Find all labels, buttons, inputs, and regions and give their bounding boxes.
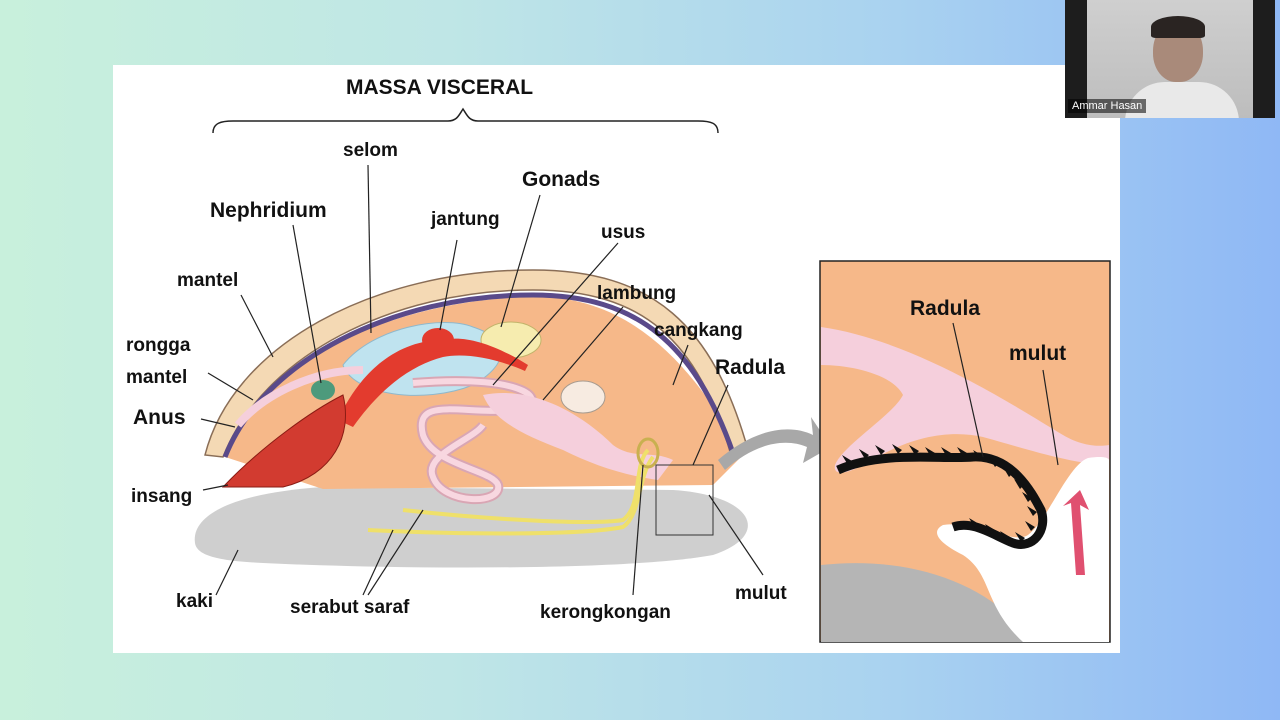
participant-video-tile[interactable]: Ammar Hasan xyxy=(1065,0,1275,118)
radula-tooth xyxy=(1022,492,1032,502)
radula-tooth xyxy=(969,518,979,528)
inset-leader-lines xyxy=(952,322,1059,466)
radula-tooth xyxy=(1000,531,1010,541)
visceral-mass xyxy=(213,296,743,489)
nephridium xyxy=(311,380,335,400)
inset-esophagus xyxy=(821,327,1109,473)
anus-label: Anus xyxy=(133,406,186,429)
radula-tooth xyxy=(1014,479,1024,489)
radula-tooth xyxy=(1015,532,1025,542)
radula-tooth xyxy=(1003,467,1013,477)
inset-foot xyxy=(821,563,1033,642)
nephridium-label: Nephridium xyxy=(210,199,327,222)
serabut-saraf-label: serabut saraf xyxy=(290,597,410,618)
lambung-label: lambung xyxy=(597,283,676,304)
gonads-label: Gonads xyxy=(522,168,600,191)
massa-visceral-title: MASSA VISCERAL xyxy=(346,76,533,99)
radula-tooth xyxy=(973,450,983,460)
mantle xyxy=(222,292,736,458)
zoom-arrow xyxy=(718,417,831,470)
anus-tube xyxy=(234,366,364,428)
radula-tooth xyxy=(941,447,951,457)
radula-tooth xyxy=(1027,506,1037,516)
selom-label: selom xyxy=(343,140,398,161)
inset-mulut-label: mulut xyxy=(1009,342,1066,365)
mulut-label: mulut xyxy=(735,583,787,604)
usus-label: usus xyxy=(601,222,645,243)
participant-hair xyxy=(1151,16,1205,38)
inset-radula-label: Radula xyxy=(910,297,980,320)
leader-lines xyxy=(200,164,764,596)
radula-tooth xyxy=(859,449,869,459)
radula-tooth xyxy=(989,457,999,467)
kerongkongan-label: kerongkongan xyxy=(540,602,671,623)
radula-tooth xyxy=(842,455,852,465)
rongga-label: rongga xyxy=(126,335,191,356)
massa-visceral-bracket xyxy=(212,107,719,134)
digestive-gland xyxy=(560,380,606,414)
rongga-mantel-label: mantel xyxy=(126,367,187,388)
kaki-label: kaki xyxy=(176,591,213,612)
radula-tooth xyxy=(985,524,995,534)
stomach xyxy=(483,393,673,480)
radula-teeth xyxy=(842,444,1037,542)
mulut-arrow xyxy=(1063,490,1089,575)
cangkang-label: cangkang xyxy=(654,320,743,341)
slide-image: MASSA VISCERAL selom Gonads Nephridium j… xyxy=(113,65,1120,653)
radula-tooth xyxy=(892,444,902,454)
radula-tooth xyxy=(957,447,967,457)
mantel-label: mantel xyxy=(177,270,238,291)
radula-ribbon xyxy=(836,452,1048,549)
heart xyxy=(338,338,528,427)
foot-shape xyxy=(194,487,748,568)
nerve-fibres xyxy=(402,448,650,524)
mollusk-anatomy-diagram: MASSA VISCERAL selom Gonads Nephridium j… xyxy=(126,76,1111,643)
radula-inset xyxy=(819,260,1111,643)
esophagus-ring xyxy=(636,437,660,469)
radula-tooth xyxy=(875,445,885,455)
gill xyxy=(221,394,346,488)
radula-label: Radula xyxy=(715,356,785,379)
insang-label: insang xyxy=(131,486,192,507)
participant-name-label: Ammar Hasan xyxy=(1068,99,1147,113)
radula-tooth xyxy=(909,445,919,455)
radula-tooth xyxy=(1025,521,1035,531)
jantung-label: jantung xyxy=(430,209,500,230)
radula-tooth xyxy=(925,447,935,457)
